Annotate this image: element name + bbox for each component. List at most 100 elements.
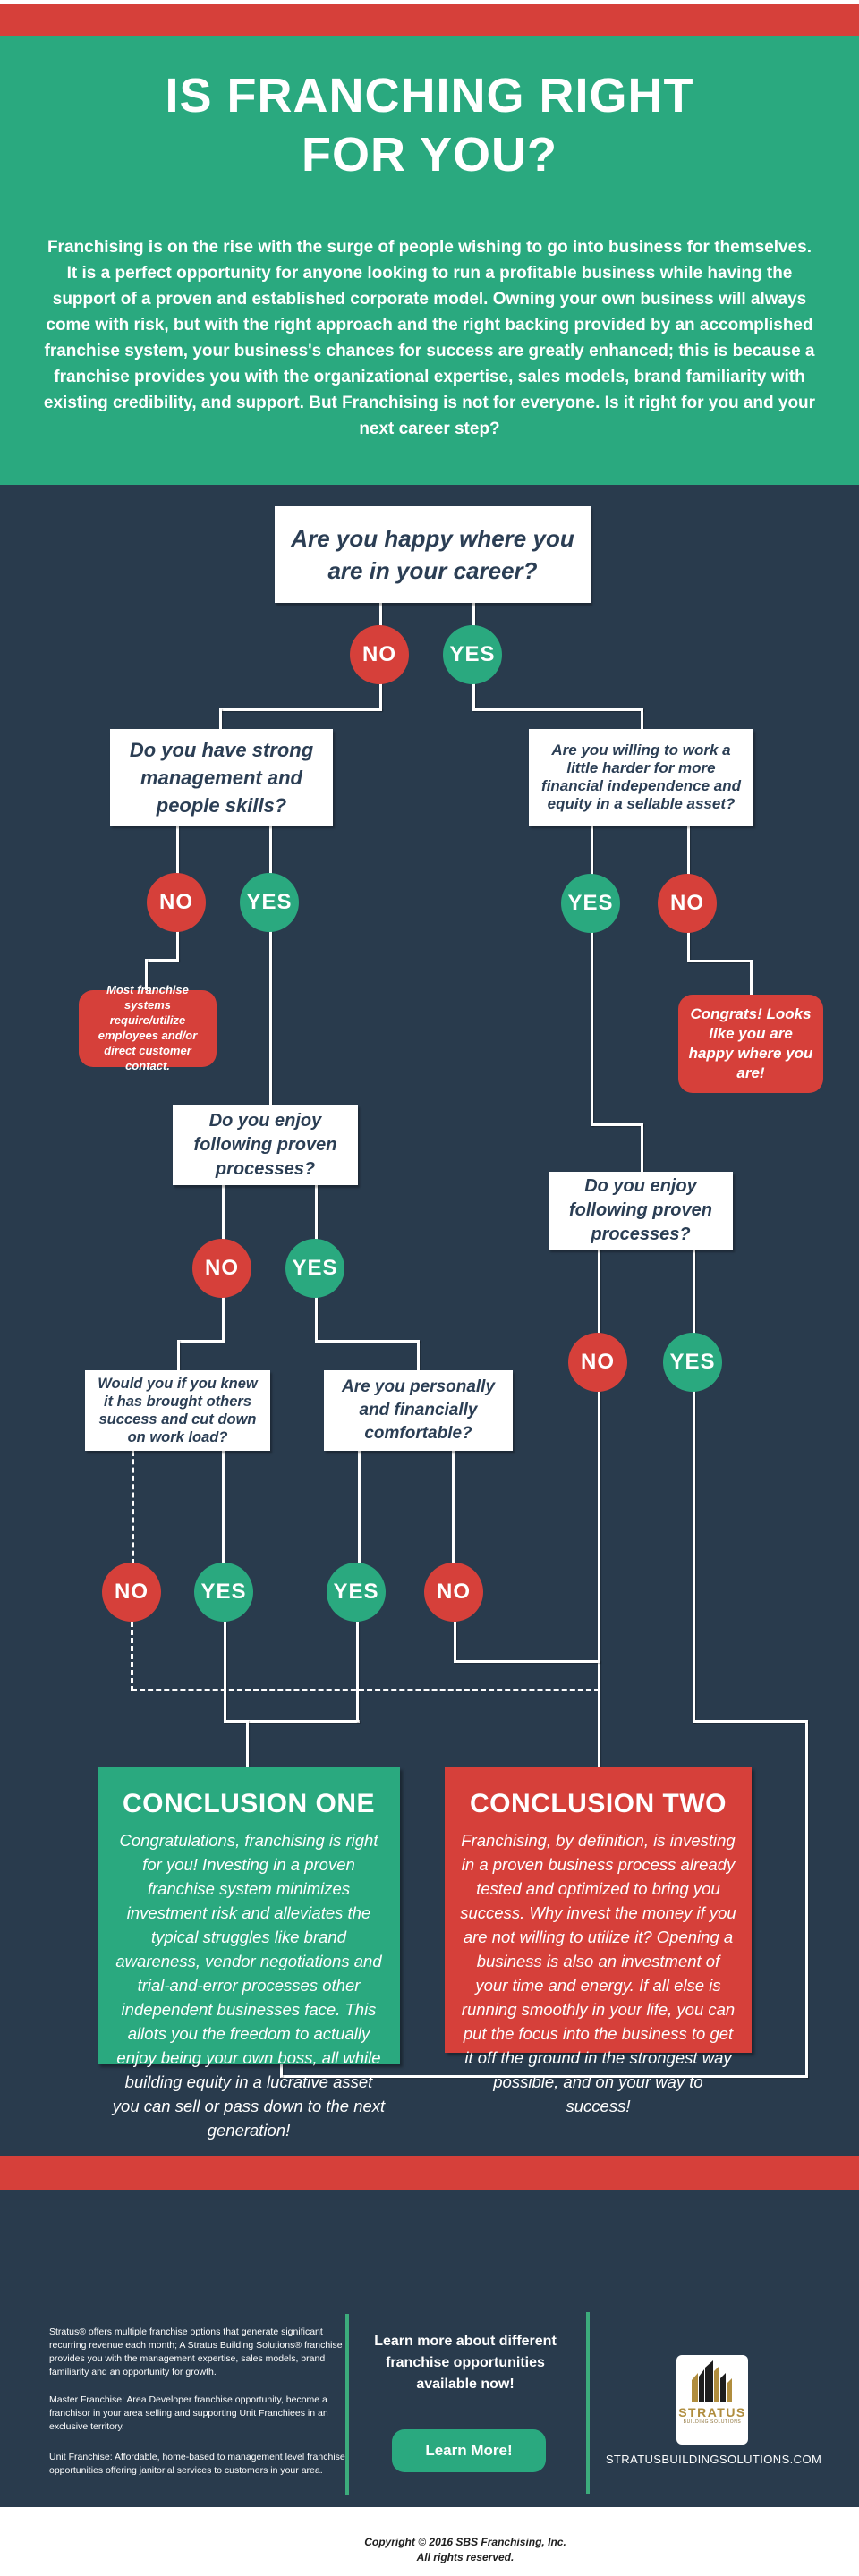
- connector-line: [805, 1720, 808, 2078]
- connector-line: [176, 826, 179, 876]
- question-would-you-text: Would you if you knew it has brought oth…: [98, 1376, 258, 1445]
- question-comfortable-box: Are you personally and financially comfo…: [324, 1370, 513, 1451]
- connector-line: [472, 708, 643, 711]
- footer-red-stripe: [0, 2156, 859, 2190]
- footer-divider-left: [345, 2314, 349, 2495]
- question-career-box: Are you happy where you are in your care…: [275, 506, 591, 603]
- question-proven-processes-right-text: Do you enjoy following proven processes?: [569, 1176, 712, 1244]
- connector-line: [222, 1185, 225, 1241]
- footer-divider-right: [586, 2312, 590, 2494]
- connector-line: [177, 1340, 180, 1370]
- answer-label: NO: [115, 1580, 149, 1604]
- answer-no-circle-career: NO: [350, 625, 409, 684]
- note-most-franchise-text: Most franchise systems require/utilize e…: [98, 983, 198, 1072]
- answer-label: NO: [670, 891, 704, 915]
- page-title: IS FRANCHING RIGHT FOR YOU?: [0, 66, 859, 184]
- conclusion-one-title: CONCLUSION ONE: [122, 1789, 375, 1818]
- connector-line: [417, 1340, 420, 1370]
- question-career-text: Are you happy where you are in your care…: [291, 525, 574, 584]
- connector-line: [280, 2064, 283, 2077]
- connector-line: [591, 1123, 643, 1126]
- connector-line: [145, 959, 148, 990]
- answer-label: NO: [362, 642, 396, 666]
- dashed-connector-line: [132, 1689, 600, 1691]
- connector-line: [379, 603, 382, 628]
- answer-yes-circle-comfortable: YES: [327, 1563, 386, 1622]
- connector-line: [280, 2075, 808, 2078]
- answer-yes-circle-processes-right: YES: [663, 1333, 722, 1392]
- question-work-harder-text: Are you willing to work a little harder …: [541, 741, 741, 812]
- footer-cta-text: Learn more about different franchise opp…: [374, 2334, 557, 2392]
- connector-line: [687, 826, 690, 877]
- answer-no-circle-management: NO: [147, 873, 206, 932]
- answer-yes-circle-processes-left: YES: [285, 1239, 344, 1298]
- connector-line: [379, 682, 382, 710]
- page-title-text: IS FRANCHING RIGHT FOR YOU?: [165, 69, 694, 182]
- answer-label: NO: [159, 890, 193, 914]
- top-red-bar: [0, 4, 859, 36]
- answer-yes-circle-would-you: YES: [194, 1563, 253, 1622]
- copyright-line1: Copyright © 2016 SBS Franchising, Inc.: [364, 2536, 566, 2548]
- connector-line: [224, 1622, 226, 1722]
- stratus-logo: STRATUS BUILDING SOLUTIONS: [676, 2355, 748, 2445]
- footer-paragraph-master-franchise: Master Franchise: Area Developer franchi…: [49, 2394, 328, 2432]
- copyright: Copyright © 2016 SBS Franchising, Inc. A…: [322, 2535, 608, 2565]
- answer-yes-circle-work-harder: YES: [561, 874, 620, 933]
- connector-line: [687, 931, 690, 962]
- conclusion-two-body: Franchising, by definition, is investing…: [460, 1831, 736, 2115]
- connector-line: [269, 930, 272, 1105]
- website-link[interactable]: STRATUSBUILDINGSOLUTIONS.COM: [605, 2453, 822, 2466]
- question-would-you-box: Would you if you knew it has brought oth…: [85, 1370, 270, 1451]
- connector-line: [693, 1390, 695, 1723]
- connector-line: [246, 1720, 249, 1769]
- connector-line: [598, 1250, 600, 1335]
- question-work-harder-box: Are you willing to work a little harder …: [529, 729, 753, 826]
- connector-line: [687, 960, 753, 962]
- dashed-connector-line: [132, 1451, 134, 1564]
- connector-line: [358, 1451, 361, 1565]
- logo-tagline: BUILDING SOLUTIONS: [683, 2419, 742, 2425]
- header-green-band: [0, 36, 859, 485]
- logo-wordmark: STRATUS: [678, 2405, 746, 2419]
- question-management-text: Do you have strong management and people…: [129, 738, 314, 817]
- copyright-line2: All rights reserved.: [416, 2551, 515, 2563]
- answer-no-circle-work-harder: NO: [658, 874, 717, 933]
- connector-line: [598, 1390, 600, 1770]
- answer-yes-circle-management: YES: [240, 873, 299, 932]
- connector-line: [269, 826, 272, 876]
- answer-label: YES: [200, 1580, 247, 1604]
- connector-line: [315, 1340, 420, 1343]
- answer-label: NO: [581, 1350, 615, 1374]
- connector-line: [641, 708, 643, 729]
- question-proven-processes-left-box: Do you enjoy following proven processes?: [173, 1105, 358, 1185]
- answer-label: YES: [449, 642, 496, 666]
- connector-line: [591, 826, 593, 877]
- conclusion-two-title: CONCLUSION TWO: [470, 1789, 727, 1818]
- answer-label: NO: [205, 1256, 239, 1280]
- answer-no-circle-would-you: NO: [102, 1563, 161, 1622]
- connector-line: [222, 1296, 225, 1342]
- connector-line: [591, 931, 593, 1126]
- connector-line: [641, 1123, 643, 1172]
- connector-line: [219, 708, 382, 711]
- answer-no-circle-processes-right: NO: [568, 1333, 627, 1392]
- connector-line: [454, 1660, 600, 1663]
- question-comfortable-text: Are you personally and financially comfo…: [341, 1377, 496, 1443]
- connector-line: [222, 1451, 225, 1565]
- learn-more-button[interactable]: Learn More!: [392, 2429, 546, 2472]
- note-congrats-box: Congrats! Looks like you are happy where…: [678, 995, 823, 1093]
- connector-line: [472, 682, 475, 710]
- answer-label: YES: [669, 1350, 716, 1374]
- answer-label: NO: [437, 1580, 471, 1604]
- connector-line: [750, 960, 753, 995]
- question-management-box: Do you have strong management and people…: [110, 729, 333, 826]
- footer-paragraph-stratus: Stratus® offers multiple franchise optio…: [49, 2326, 343, 2377]
- intro-paragraph: Franchising is on the rise with the surg…: [43, 238, 816, 438]
- question-proven-processes-left-text: Do you enjoy following proven processes?: [193, 1110, 337, 1179]
- connector-line: [452, 1451, 455, 1565]
- conclusion-one-body: Congratulations, franchising is right fo…: [112, 1831, 386, 2140]
- answer-label: YES: [567, 891, 614, 915]
- connector-line: [693, 1720, 808, 1723]
- buildings-icon: [692, 2360, 732, 2402]
